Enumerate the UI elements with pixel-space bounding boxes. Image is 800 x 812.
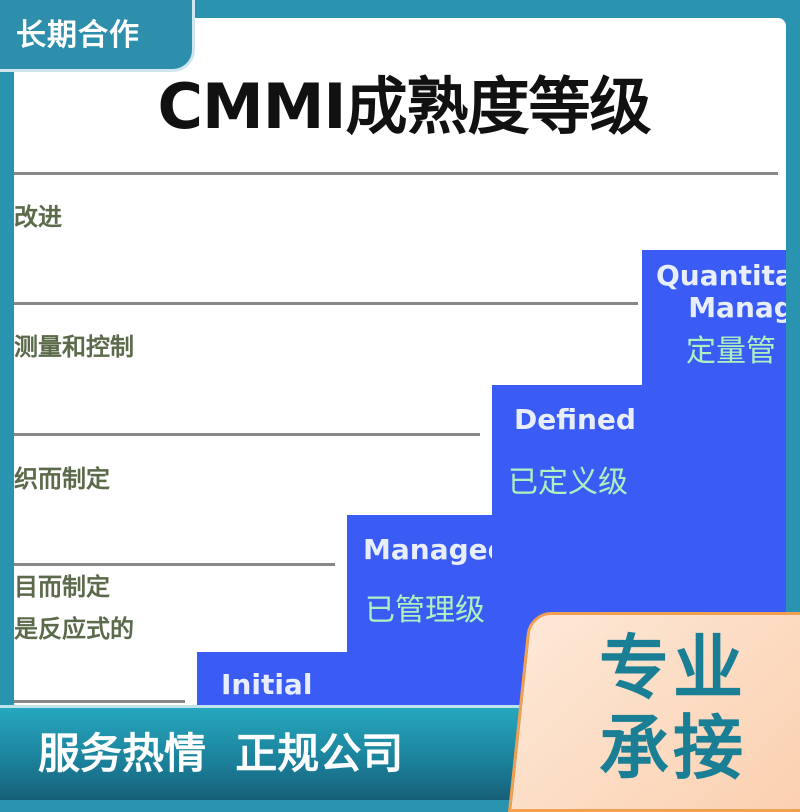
step-label: Defined bbox=[514, 403, 636, 436]
divider bbox=[14, 302, 638, 305]
level-description: 测量和控制 bbox=[14, 333, 134, 361]
step-label-zh: 已定义级 bbox=[508, 465, 628, 500]
divider bbox=[14, 433, 480, 436]
level-description: 是反应式的 bbox=[14, 615, 134, 643]
step-label: Quantita Manag bbox=[656, 259, 786, 324]
divider bbox=[14, 700, 185, 703]
level-description: 织而制定 bbox=[14, 465, 110, 493]
step-label-zh: 已管理级 bbox=[365, 593, 485, 628]
step-label-zh: 定量管 bbox=[686, 334, 776, 369]
level-description: 改进 bbox=[14, 203, 62, 231]
bottom-banner: 服务热情 正规公司 bbox=[0, 705, 540, 800]
level-description: 目而制定 bbox=[14, 573, 110, 601]
step-label: Initial bbox=[221, 668, 313, 701]
corner-text: 专业承接 bbox=[599, 627, 747, 789]
divider bbox=[14, 563, 335, 566]
long-term-badge: 长期合作 bbox=[0, 0, 195, 72]
divider bbox=[14, 172, 778, 175]
step-label: Managed bbox=[363, 533, 508, 566]
diagram-title: CMMI成熟度等级 bbox=[157, 70, 652, 143]
